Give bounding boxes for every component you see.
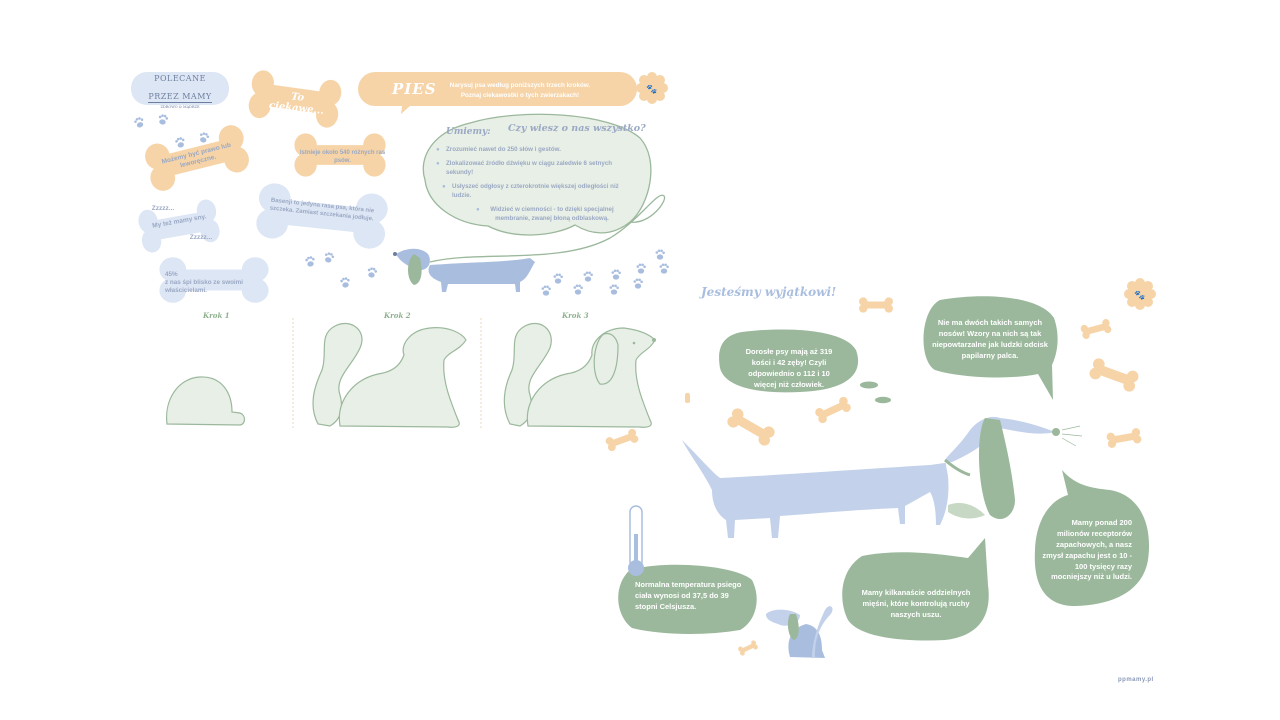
skill-text: Usłyszeć odgłosy z czterokrotnie większe… xyxy=(452,183,619,199)
skill-item: ● Zlokalizować źródło dźwięku w ciągu zal… xyxy=(436,159,626,177)
bubble-teeth-text: Dorosłe psy mają aż 319 kości i 42 zęby!… xyxy=(745,347,833,389)
skill-text: Widzieć w ciemności - to dzięki specjaln… xyxy=(490,206,614,222)
zzz-text: Zzzzz... xyxy=(189,234,213,241)
header-instructions: Narysuj psa według poniższych trzech kro… xyxy=(440,81,600,101)
small-dachshund-illustration xyxy=(393,248,535,292)
step2-dog-shape xyxy=(312,322,467,428)
paw-bullet-icon: ● xyxy=(476,206,480,213)
paw-bullet-icon: ● xyxy=(436,146,440,153)
skill-item: ● Zrozumieć nawet do 250 słów i gestów. xyxy=(436,145,626,154)
step-label-1: Krok 1 xyxy=(203,311,230,320)
header-title: PIES xyxy=(392,80,437,98)
skill-text: Zrozumieć nawet do 250 słów i gestów. xyxy=(446,146,561,153)
right-page-title: Jesteśmy wyjątkowi! xyxy=(701,285,837,299)
bubble-nose-text: Nie ma dwóch takich samych nosów! Wzory … xyxy=(932,318,1048,360)
skill-item: ● Usłyszeć odgłosy z czterokrotnie większ… xyxy=(436,182,626,200)
step3-dog-shape xyxy=(503,322,656,428)
header-line2: Poznaj ciekawostki o tych zwierzakach! xyxy=(460,92,580,99)
logo: POLECANE PRZEZ MAMY ZDROWO & MĄDRZE xyxy=(131,74,229,111)
bubble-smell-text: Mamy ponad 200 milionów receptorów zapac… xyxy=(1042,518,1132,582)
logo-line1: POLECANE xyxy=(154,74,206,83)
percent-text: z nas śpi blisko ze swoimi właścicielami… xyxy=(165,278,244,294)
skill-text: Zlokalizować źródło dźwięku w ciągu zale… xyxy=(446,160,613,176)
cloud-title: Umiemy: xyxy=(446,127,491,137)
header-pill xyxy=(358,72,637,114)
big-dachshund-illustration xyxy=(682,416,1083,538)
sitting-dog-illustration xyxy=(766,606,833,658)
svg-text:🐾: 🐾 xyxy=(1134,290,1145,301)
paw-bullet-icon: ● xyxy=(436,160,440,167)
skills-list: ● Zrozumieć nawet do 250 słów i gestów. ●… xyxy=(436,145,626,228)
svg-text:🐾: 🐾 xyxy=(646,84,657,95)
cloud-question: Czy wiesz o nas wszystko? xyxy=(508,123,646,134)
logo-line2: PRZEZ MAMY xyxy=(148,92,212,103)
thermometer-icon xyxy=(628,505,644,576)
bone-text-rasy: Istnieje około 540 różnych ras psów. xyxy=(299,150,386,164)
footer-url: ppmamy.pl xyxy=(1118,677,1154,683)
bubble-ears-text: Mamy kilkanaście oddzielnych mięśni, któ… xyxy=(861,588,971,619)
step-label-3: Krok 3 xyxy=(562,311,589,320)
step1-dog-shape xyxy=(166,376,246,426)
percent-value: 45% xyxy=(165,271,178,278)
logo-subtitle: ZDROWO & MĄDRZE xyxy=(160,105,200,109)
bone-text-percent: 45% z nas śpi blisko ze swoimi właścicie… xyxy=(165,271,275,295)
logo-badge xyxy=(131,72,229,105)
header-line1: Narysuj psa według poniższych trzech kro… xyxy=(449,82,591,89)
thought-cloud xyxy=(422,113,652,236)
speech-bubbles xyxy=(618,296,1150,641)
paw-bullet-icon: ● xyxy=(442,183,446,190)
step-label-2: Krok 2 xyxy=(384,311,411,320)
bubble-temp-text: Normalna temperatura psiego ciała wynosi… xyxy=(635,580,742,611)
skill-item: ● Widzieć w ciemności - to dzięki specjal… xyxy=(436,205,616,223)
zzz-text: Zzzzz... xyxy=(151,205,175,212)
leash-line xyxy=(429,194,666,263)
bone-decoration xyxy=(604,297,1143,657)
